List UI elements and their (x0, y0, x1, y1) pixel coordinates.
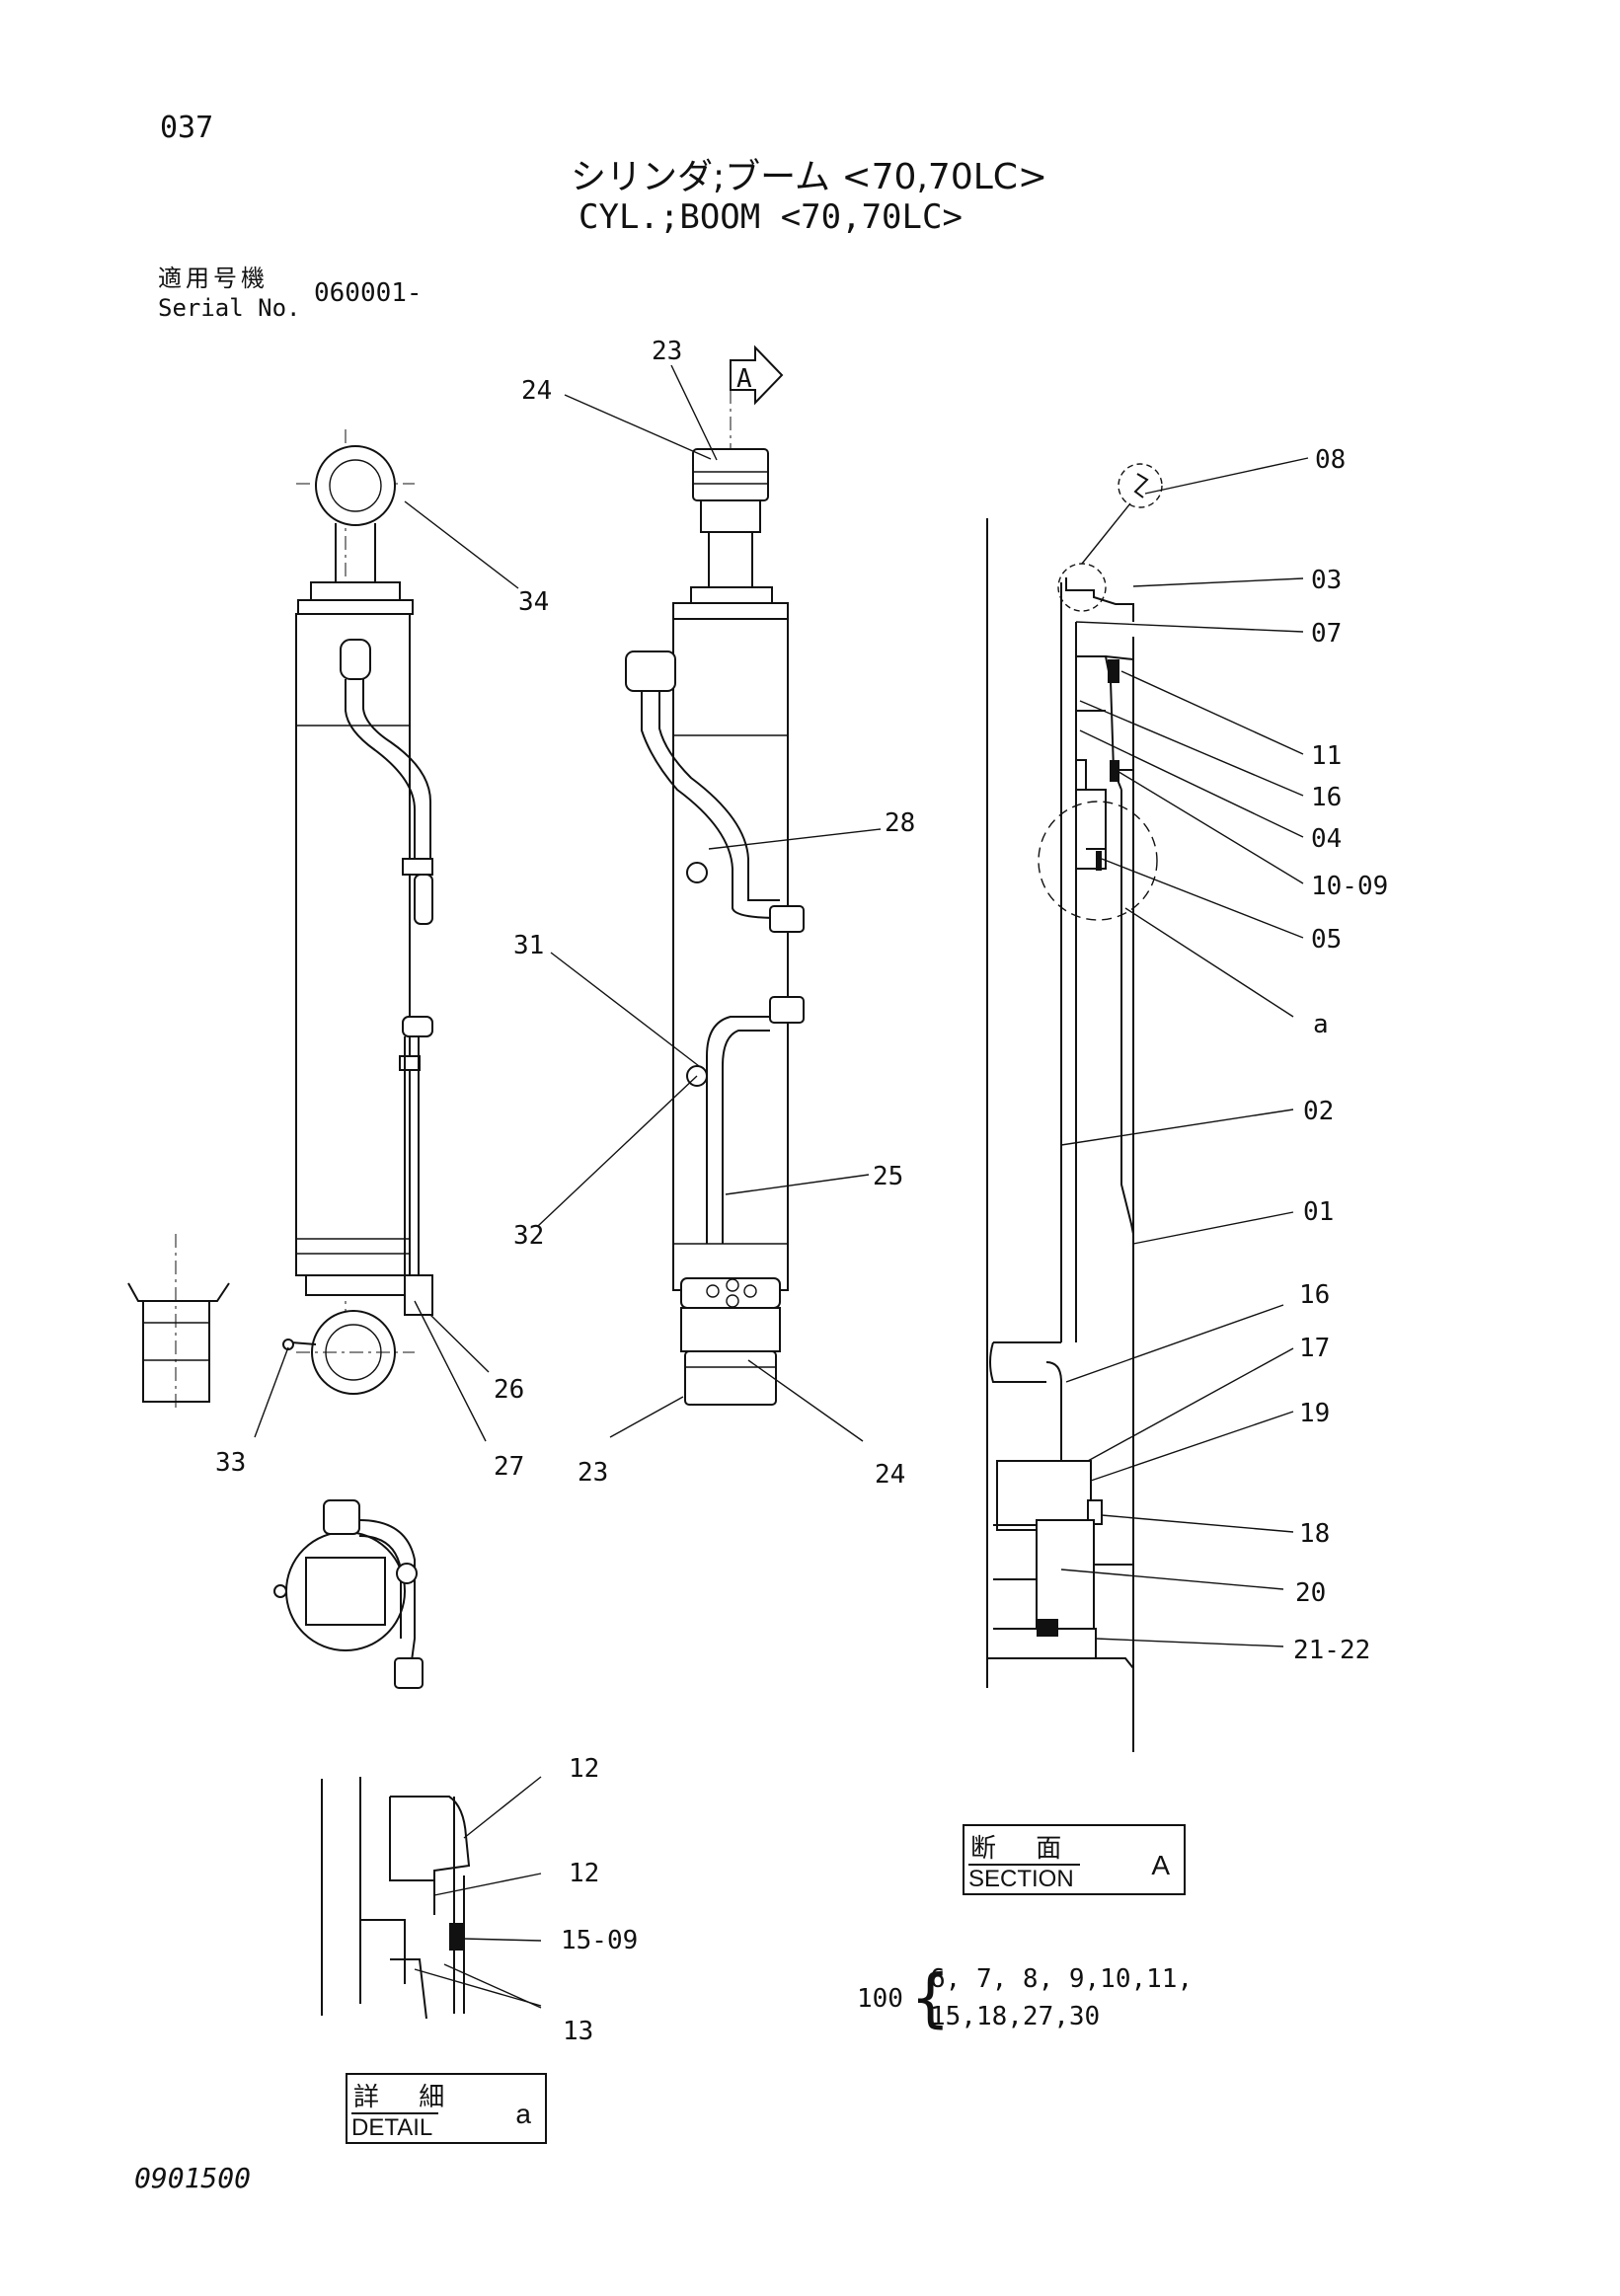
callout-27: 27 (494, 1452, 524, 1482)
serial-label-english: Serial No. (158, 294, 301, 322)
callout-12-upper: 12 (569, 1754, 599, 1784)
callout-24-top: 24 (521, 376, 552, 406)
callout-34: 34 (518, 587, 549, 617)
serial-label-japanese: 適用号機 (158, 265, 269, 292)
callout-31: 31 (513, 931, 544, 960)
serial-number-value: 060001- (314, 278, 423, 308)
end-view-small (127, 1234, 230, 1412)
detail-label-jp: 詳 細 (353, 2083, 461, 2112)
section-arrow-a (730, 344, 784, 406)
kit-parts-line-2: 15,18,27,30 (930, 2002, 1101, 2031)
callout-19: 19 (1299, 1399, 1330, 1428)
callout-24-bottom: 24 (875, 1460, 905, 1490)
callout-26: 26 (494, 1375, 524, 1405)
detail-a-label: 詳 細 DETAIL a (346, 2073, 547, 2144)
callout-20: 20 (1295, 1578, 1326, 1608)
callout-32: 32 (513, 1221, 544, 1251)
end-view-round (273, 1499, 424, 1689)
section-label-jp: 断 面 (970, 1834, 1078, 1864)
callout-03: 03 (1311, 566, 1342, 595)
callout-23-top: 23 (652, 337, 682, 366)
callout-18: 18 (1299, 1519, 1330, 1549)
callout-17: 17 (1299, 1334, 1330, 1363)
callout-16-upper: 16 (1311, 783, 1342, 812)
title-japanese: シリンダ;ブーム <70,70LC> (571, 157, 1048, 197)
callout-11: 11 (1311, 741, 1342, 771)
section-label-en: SECTION (968, 1864, 1080, 1893)
callout-labels: 23 24 A 34 28 31 32 25 26 27 33 23 24 08… (215, 337, 1388, 2046)
callout-33: 33 (215, 1448, 246, 1478)
detail-a-view (321, 1777, 471, 2020)
kit-number: 100 (857, 1984, 903, 2014)
section-view-right (986, 463, 1163, 1752)
detail-label-letter: a (515, 2099, 531, 2129)
callout-13: 13 (563, 2017, 593, 2046)
callout-12-lower: 12 (569, 1859, 599, 1888)
callout-25: 25 (873, 1162, 903, 1191)
callout-a-detail: a (1313, 1010, 1329, 1039)
title-english: CYL.;BOOM <70,70LC> (579, 197, 963, 237)
page-number: 037 (160, 111, 214, 145)
leader-lines (254, 364, 1309, 2009)
section-a-label: 断 面 SECTION A (963, 1824, 1186, 1895)
callout-15-09: 15-09 (561, 1926, 638, 1955)
callout-10-09: 10-09 (1311, 872, 1388, 901)
callout-a-arrow: A (736, 364, 752, 394)
cylinder-side-view-left (282, 429, 433, 1395)
cylinder-front-view-middle (625, 363, 805, 1406)
callout-04: 04 (1311, 824, 1342, 854)
callout-08: 08 (1315, 445, 1346, 475)
section-label-letter: A (1151, 1850, 1170, 1880)
callout-21-22: 21-22 (1293, 1636, 1370, 1665)
callout-05: 05 (1311, 925, 1342, 955)
kit-parts-line-1: 6, 7, 8, 9,10,11, (930, 1964, 1194, 1994)
callout-07: 07 (1311, 619, 1342, 649)
document-code: 0901500 (134, 2162, 252, 2194)
callout-16-lower: 16 (1299, 1280, 1330, 1310)
detail-label-en: DETAIL (351, 2112, 439, 2142)
callout-02: 02 (1303, 1097, 1334, 1126)
kit-brace: { (910, 1962, 951, 2035)
callout-01: 01 (1303, 1197, 1334, 1227)
callout-28: 28 (885, 808, 915, 838)
callout-23-bottom: 23 (578, 1458, 608, 1488)
